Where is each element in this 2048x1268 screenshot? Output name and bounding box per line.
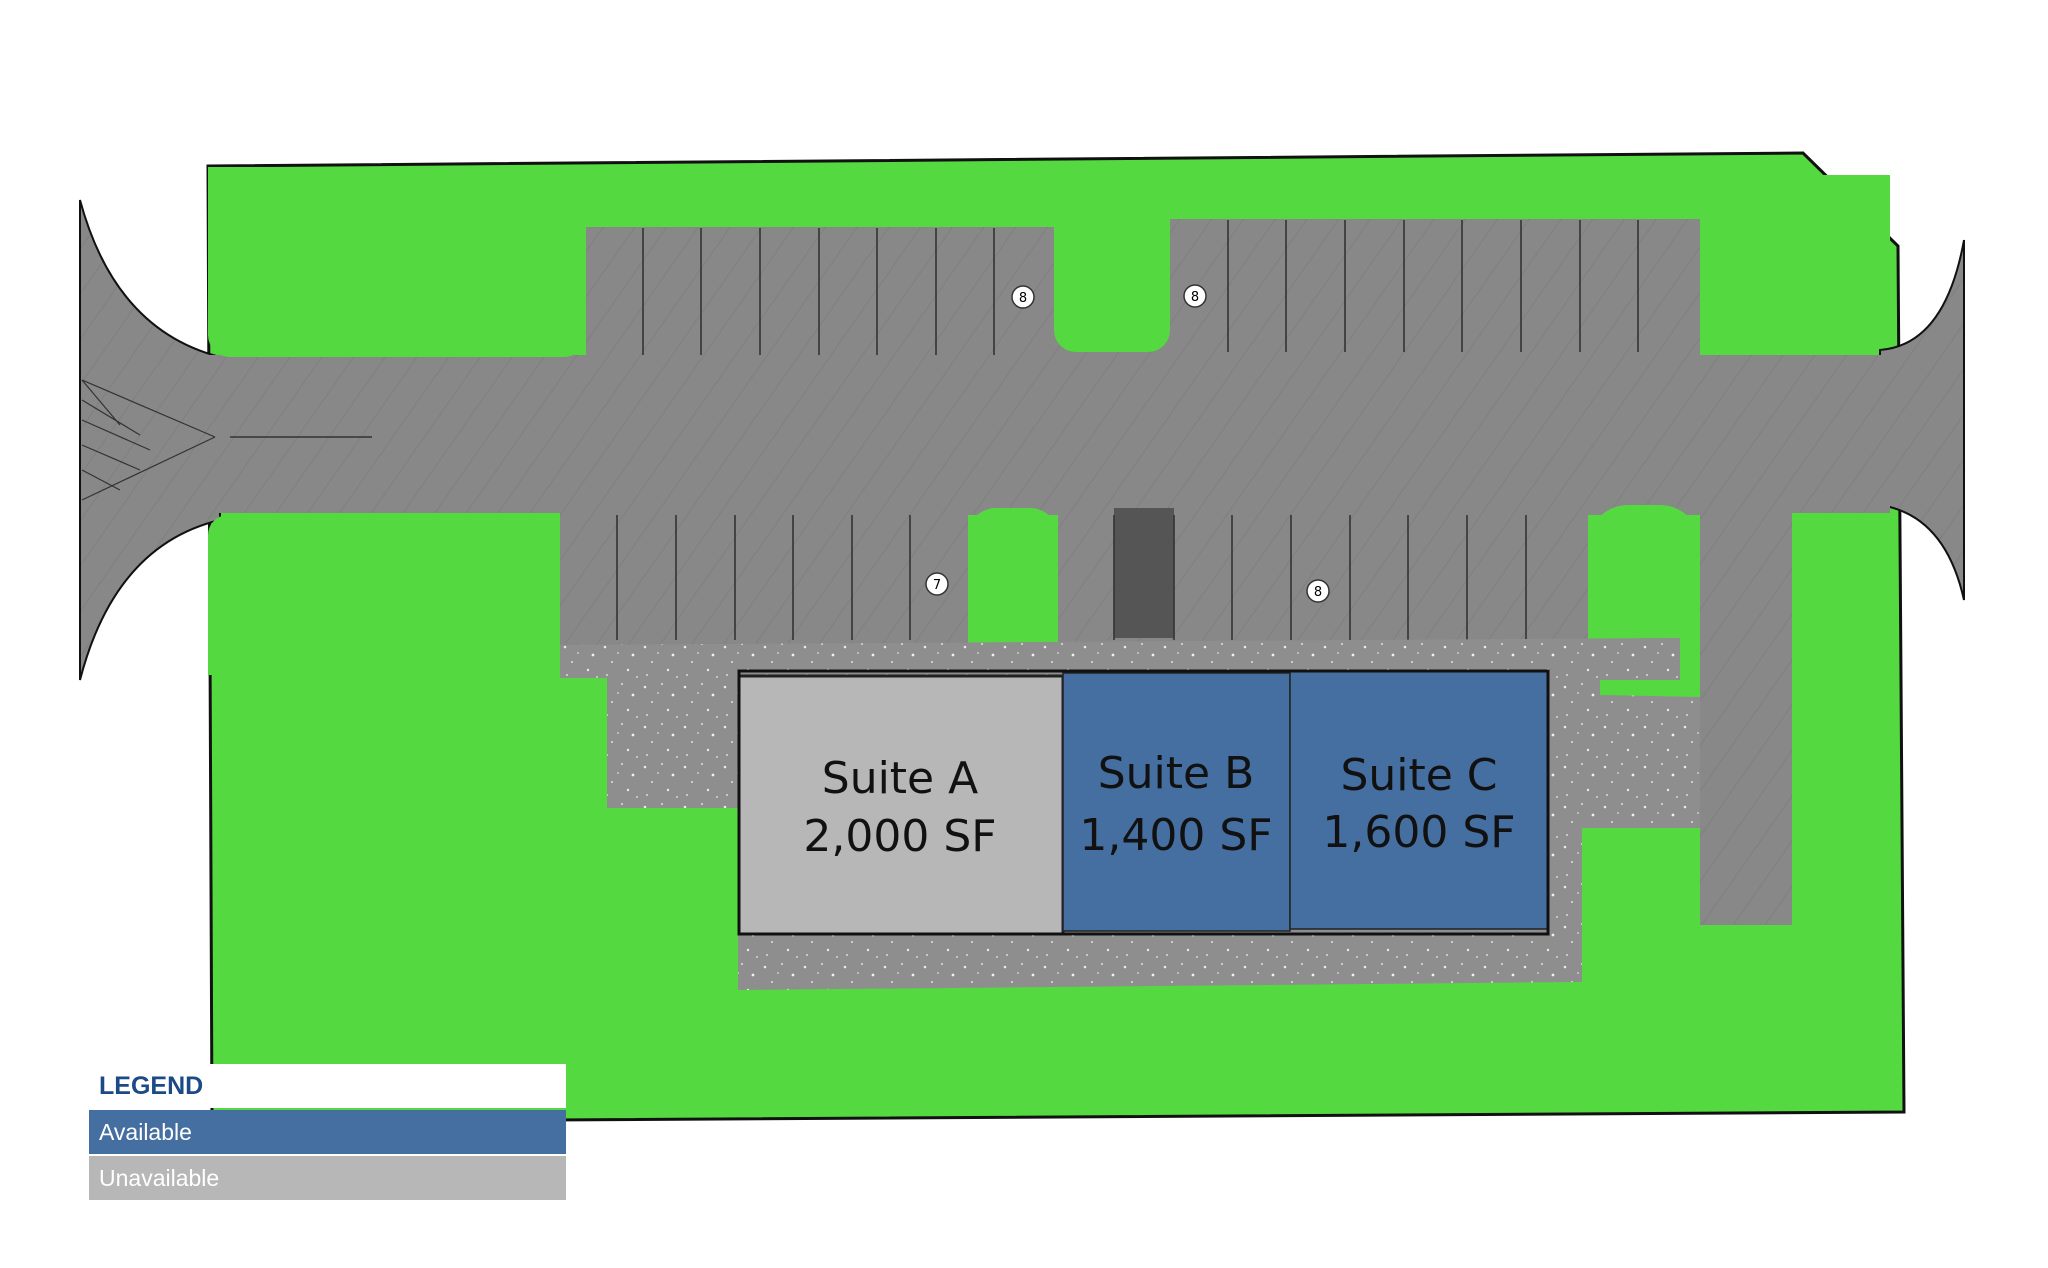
grass-island bbox=[968, 508, 1058, 648]
parking-bay-upper-left bbox=[586, 227, 1054, 367]
suite-c-name: Suite C bbox=[1340, 750, 1497, 801]
left-access-road bbox=[79, 199, 221, 681]
svg-text:7: 7 bbox=[933, 578, 941, 593]
suite-c-unit[interactable] bbox=[1289, 670, 1549, 930]
entrance-gore bbox=[81, 379, 216, 501]
stall-count-marker: 7 bbox=[925, 572, 949, 596]
stall-count-marker: 8 bbox=[1306, 579, 1330, 603]
suite-b-unit[interactable] bbox=[1062, 672, 1291, 932]
suite-b-name: Suite B bbox=[1098, 748, 1255, 799]
grass-island bbox=[208, 167, 586, 357]
legend-unavailable: Unavailable bbox=[89, 1156, 566, 1200]
parking-bay-upper-right bbox=[1170, 219, 1700, 367]
right-drive bbox=[1700, 505, 1792, 925]
suite-a-unit[interactable] bbox=[737, 674, 1065, 936]
accessible-stall bbox=[1114, 508, 1174, 638]
legend-title: LEGEND bbox=[89, 1064, 566, 1108]
svg-text:8: 8 bbox=[1314, 585, 1322, 600]
stall-count-marker: 8 bbox=[1011, 285, 1035, 309]
drive-aisle bbox=[208, 355, 1890, 513]
suite-b-area: 1,400 SF bbox=[1079, 810, 1272, 861]
stall-stripes bbox=[230, 220, 1639, 640]
suite-c-area: 1,600 SF bbox=[1322, 807, 1515, 858]
svg-text:8: 8 bbox=[1191, 290, 1199, 305]
suite-a-name: Suite A bbox=[822, 753, 978, 804]
legend: LEGEND Available Unavailable bbox=[89, 1064, 566, 1200]
grass-island bbox=[1054, 180, 1170, 352]
legend-available: Available bbox=[89, 1110, 566, 1154]
stall-count-marker: 8 bbox=[1183, 284, 1207, 308]
parking-bay-lower-left bbox=[560, 505, 968, 645]
svg-text:8: 8 bbox=[1019, 291, 1027, 306]
suite-a-area: 2,000 SF bbox=[803, 811, 996, 862]
